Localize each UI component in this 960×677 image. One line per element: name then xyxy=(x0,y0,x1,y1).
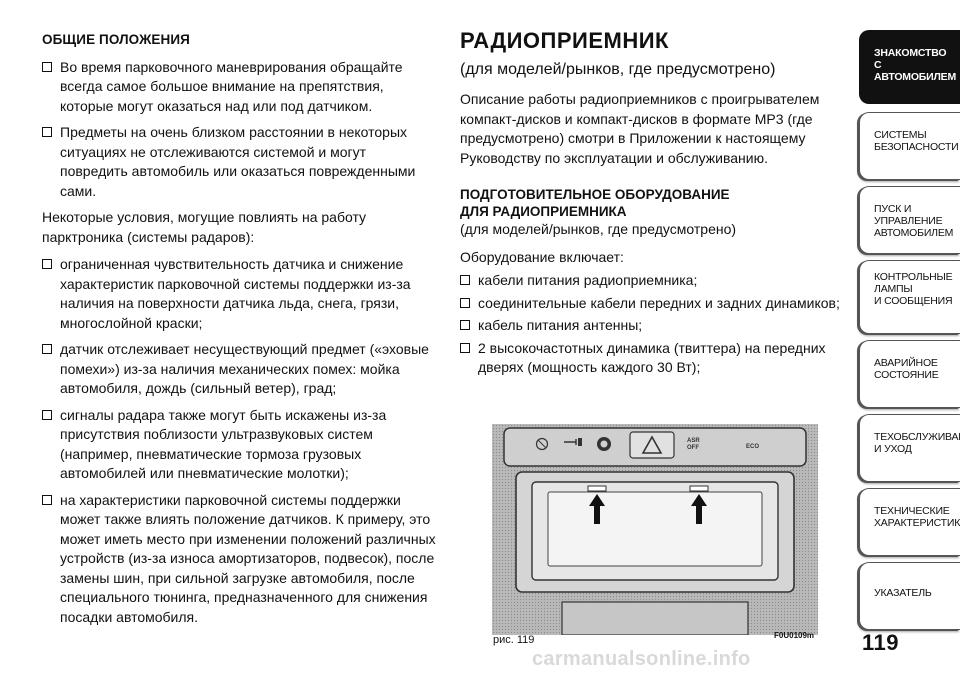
key-icon xyxy=(564,438,582,446)
equipment-list: кабели питания радиоприемника; соедините… xyxy=(460,271,855,378)
page-number: 119 xyxy=(862,630,899,655)
checkbox-bullet-icon xyxy=(42,259,52,269)
arrow-up-icon xyxy=(589,494,605,524)
page-subtitle: (для моделей/рынков, где предусмотрено) xyxy=(460,61,776,78)
tab-index[interactable]: УКАЗАТЕЛЬ xyxy=(859,562,960,630)
list-item: датчик отслеживает несуществующий предме… xyxy=(42,340,437,399)
dashboard-illustration: ASR OFF ECO xyxy=(492,424,818,636)
left-column: ОБЩИЕ ПОЛОЖЕНИЯ Во время парковочного ма… xyxy=(42,30,437,634)
hazard-button xyxy=(629,431,675,459)
parking-sensor-button-icon xyxy=(535,437,549,451)
traction-control-icon xyxy=(597,437,611,451)
page-title: РАДИОПРИЕМНИК xyxy=(460,28,669,53)
tab-warning-lights[interactable]: КОНТРОЛЬНЫЕ ЛАМПЫ И СООБЩЕНИЯ xyxy=(859,260,960,334)
asr-label: ASR xyxy=(687,438,700,444)
list-item: кабель питания антенны; xyxy=(460,316,855,336)
list-item: на характеристики парковочной системы по… xyxy=(42,491,437,628)
figure-code: F0U0109m xyxy=(774,631,815,640)
tab-emergency[interactable]: АВАРИЙНОЕ СОСТОЯНИЕ xyxy=(859,340,960,408)
checkbox-bullet-icon xyxy=(460,342,470,353)
tab-safety[interactable]: СИСТЕМЫ БЕЗОПАСНОСТИ xyxy=(859,112,960,180)
tab-introduction[interactable]: ЗНАКОМСТВО С АВТОМОБИЛЕМ xyxy=(859,30,960,104)
off-label: OFF xyxy=(687,445,699,451)
chapter-tabs: ЗНАКОМСТВО С АВТОМОБИЛЕМ СИСТЕМЫ БЕЗОПАС… xyxy=(853,0,960,640)
list-item: сигналы радара также могут быть искажены… xyxy=(42,406,437,484)
bullet-list-1: Во время парковочного маневрирования обр… xyxy=(42,58,437,202)
list-item: Во время парковочного маневрирования обр… xyxy=(42,58,437,117)
equipment-heading-line2: ДЛЯ РАДИОПРИЕМНИКА xyxy=(460,204,627,219)
checkbox-bullet-icon xyxy=(42,127,52,137)
connector-right xyxy=(689,485,709,492)
lower-console xyxy=(561,601,749,636)
eco-label: ECO xyxy=(746,444,759,450)
tab-starting-driving[interactable]: ПУСК И УПРАВЛЕНИЕ АВТОМОБИЛЕМ xyxy=(859,186,960,254)
hazard-triangle-icon xyxy=(641,435,663,454)
list-item: кабели питания радиоприемника; xyxy=(460,271,855,291)
equipment-heading-line1: ПОДГОТОВИТЕЛЬНОЕ ОБОРУДОВАНИЕ xyxy=(460,187,730,202)
equipment-heading: ПОДГОТОВИТЕЛЬНОЕ ОБОРУДОВАНИЕ ДЛЯ РАДИОП… xyxy=(460,186,855,220)
tab-maintenance[interactable]: ТЕХОБСЛУЖИВАНИЕ И УХОД xyxy=(859,414,960,482)
tab-technical-specs[interactable]: ТЕХНИЧЕСКИЕ ХАРАКТЕРИСТИКИ xyxy=(859,488,960,556)
checkbox-bullet-icon xyxy=(42,494,52,505)
conditions-paragraph: Некоторые условия, могущие повлиять на р… xyxy=(42,209,367,245)
arrow-up-icon xyxy=(691,494,707,524)
list-item: Предметы на очень близком расстоянии в н… xyxy=(42,123,437,201)
checkbox-bullet-icon xyxy=(460,297,470,308)
checkbox-bullet-icon xyxy=(460,320,470,330)
list-item: соединительные кабели передних и задних … xyxy=(460,294,855,314)
section-heading-general: ОБЩИЕ ПОЛОЖЕНИЯ xyxy=(42,32,190,47)
intro-paragraph: Описание работы радиоприемников с проигр… xyxy=(460,91,820,166)
footer-watermark: carmanualsonline.info xyxy=(532,648,751,670)
right-column: РАДИОПРИЕМНИК (для моделей/рынков, где п… xyxy=(460,28,855,381)
checkbox-bullet-icon xyxy=(42,61,52,72)
list-item: 2 высокочастотных динамика (твиттера) на… xyxy=(460,339,855,378)
checkbox-bullet-icon xyxy=(42,409,52,420)
list-item: ограниченная чувствительность датчика и … xyxy=(42,255,437,333)
bullet-list-2: ограниченная чувствительность датчика и … xyxy=(42,255,437,627)
checkbox-bullet-icon xyxy=(460,275,470,285)
figure-119: ASR OFF ECO xyxy=(492,424,818,636)
connector-left xyxy=(587,485,607,492)
includes-label: Оборудование включает: xyxy=(460,248,624,265)
equipment-note: (для моделей/рынков, где предусмотрено) xyxy=(460,221,737,237)
figure-caption: рис. 119 xyxy=(493,634,535,646)
checkbox-bullet-icon xyxy=(42,344,52,354)
radio-slot xyxy=(547,491,763,567)
